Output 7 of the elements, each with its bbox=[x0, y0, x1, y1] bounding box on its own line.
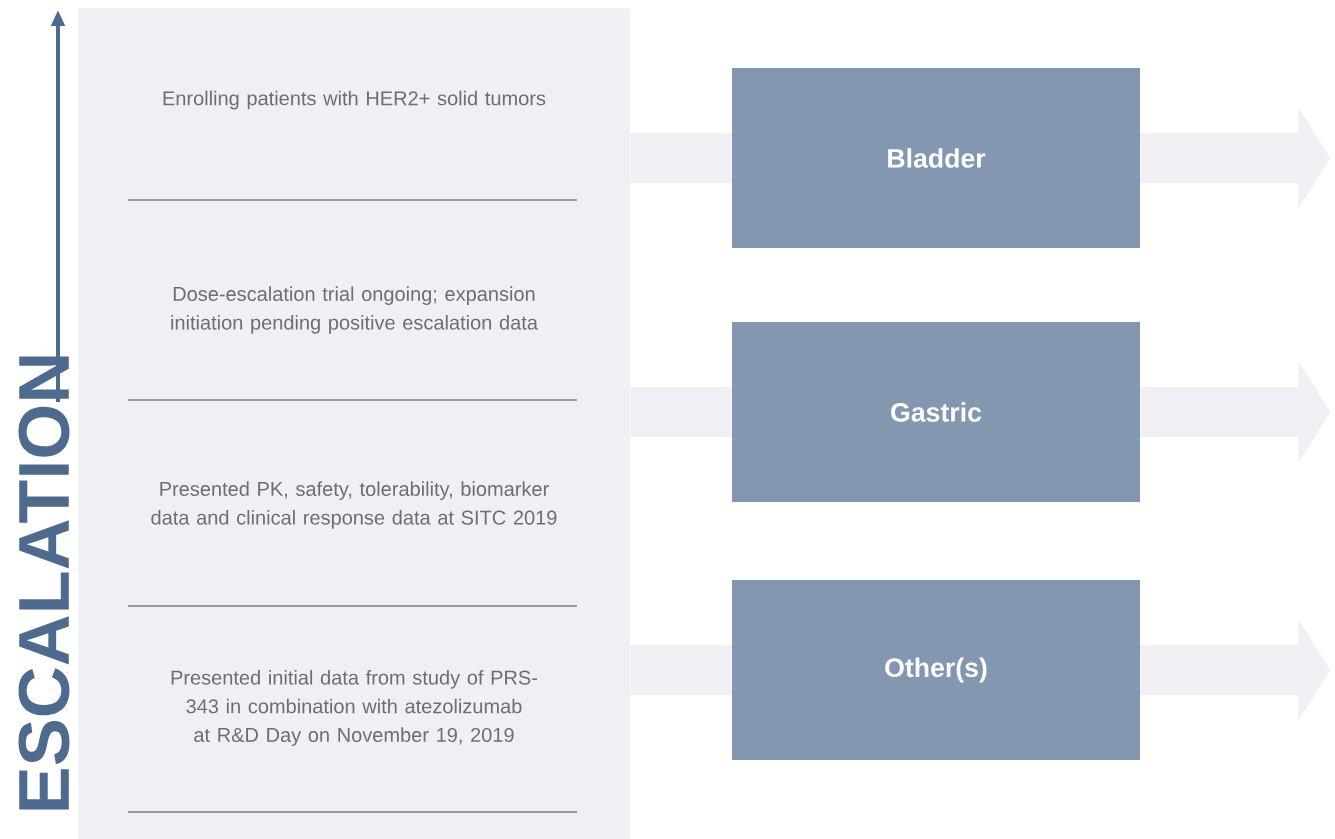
panel-text: Enrolling patients with HER2+ solid tumors bbox=[163, 90, 546, 110]
panel-text: Presented PK, safety, tolerability, biomarker data and clinical response data at SITC 2019 bbox=[151, 481, 557, 529]
category-box: Gastric bbox=[732, 322, 1140, 502]
category-box: Other(s) bbox=[732, 580, 1140, 760]
panel-text: Dose-escalation trial ongoing; expansion initiation pending positive escalation data bbox=[171, 286, 538, 334]
panel-text: Presented initial data from study of PRS-343 in combination with atezolizumab at R&D Day on November 19, 2019 bbox=[171, 670, 538, 746]
category-box: Bladder bbox=[732, 68, 1140, 248]
